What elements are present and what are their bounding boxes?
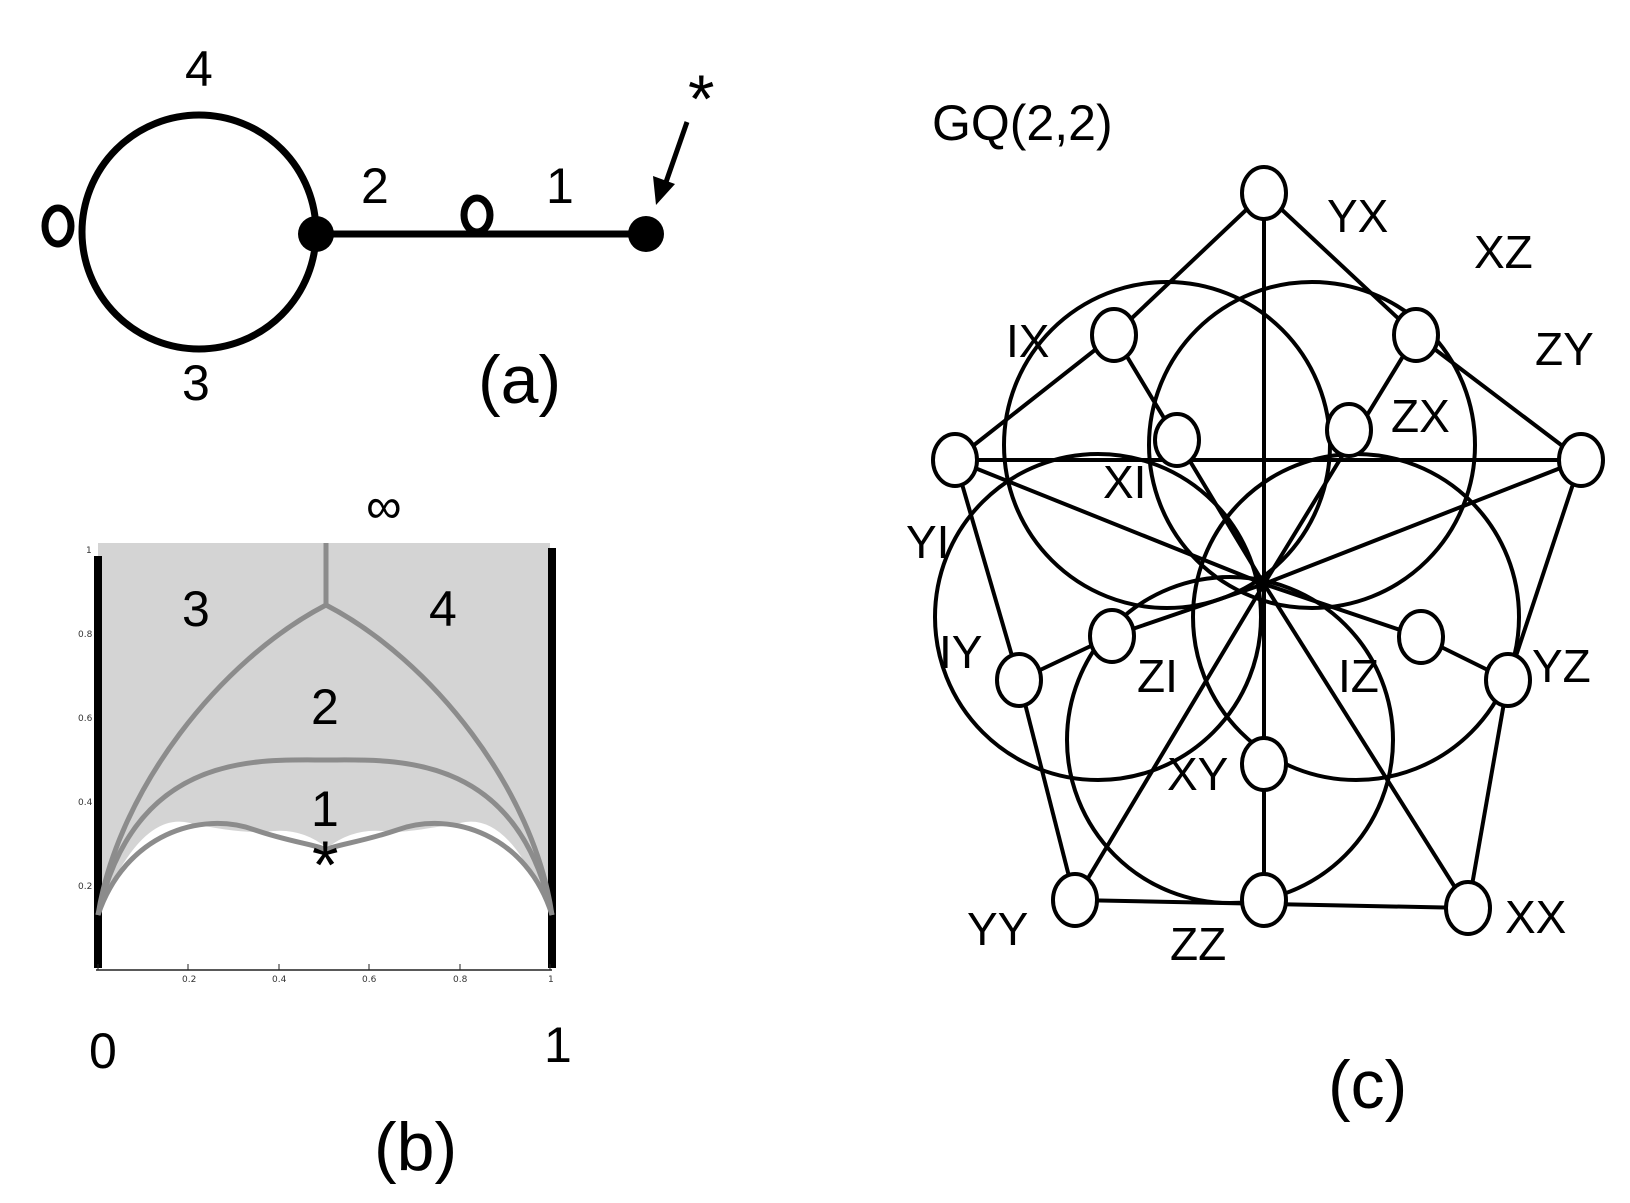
label-xx: XX: [1505, 891, 1566, 943]
loop-edge: [78, 111, 320, 353]
panel-c-title: GQ(2,2): [932, 95, 1113, 151]
panel-a-graph: [41, 111, 690, 353]
x-tick-label: 0.4: [272, 975, 287, 985]
end-vertex: [628, 216, 664, 252]
label-ix: IX: [1006, 315, 1049, 367]
node-iz: [1397, 609, 1445, 665]
inner-arc: [95, 820, 555, 916]
x-tick-label: 0.6: [362, 975, 377, 985]
gq-line: [953, 459, 1021, 681]
label-xz: XZ: [1474, 226, 1533, 278]
gq-nodes: [931, 165, 1605, 936]
gq-line: [1506, 459, 1583, 681]
label-zz: ZZ: [1170, 918, 1226, 970]
x-endpoint-left: 0: [89, 1023, 117, 1079]
gq-graph: [933, 191, 1583, 910]
x-tick-label: 0.8: [453, 975, 468, 985]
region-label-right: 4: [429, 581, 457, 637]
edge-label-bottom: 3: [182, 355, 210, 411]
node-ix: [1090, 307, 1138, 363]
label-zi: ZI: [1137, 650, 1178, 702]
bridge-open-vertex: [460, 194, 494, 236]
y-tick-label: 0.2: [78, 882, 92, 892]
node-xy: [1240, 736, 1288, 792]
infinity-label: ∞: [366, 478, 402, 534]
node-yy: [1051, 872, 1099, 928]
edge-label-middle-left: 2: [361, 158, 389, 214]
gq-line: [1466, 679, 1510, 909]
loop-open-vertex: [41, 204, 75, 248]
node-zi: [1088, 608, 1136, 664]
gq-line: [1262, 333, 1418, 586]
y-tick-label: 0.6: [78, 714, 93, 724]
x-tick-label: 1: [548, 975, 554, 985]
gq-line: [1263, 582, 1422, 639]
x-ticks: [97, 964, 551, 970]
star-arrow-shaft: [662, 121, 690, 186]
panel-b-caption: (b): [374, 1109, 457, 1185]
gq-circle: [1147, 280, 1477, 610]
region-label-center: 2: [311, 679, 339, 735]
label-zx: ZX: [1391, 390, 1450, 442]
label-xi: XI: [1103, 456, 1146, 508]
gq-line: [1111, 582, 1265, 638]
edge-label-middle-right: 1: [546, 158, 574, 214]
node-zy: [1392, 307, 1440, 363]
gq-line: [1263, 458, 1582, 586]
outer-arc-left: [95, 602, 328, 916]
gq-line: [1112, 191, 1266, 337]
label-iz: IZ: [1338, 650, 1379, 702]
node-iy: [995, 652, 1043, 708]
node-yi: [931, 432, 979, 488]
y-tick-label: 0.4: [78, 798, 93, 808]
region-label-lower: 1: [311, 781, 339, 837]
gq-line: [1262, 582, 1470, 910]
gq-line: [954, 458, 1265, 586]
cusp-star: *: [312, 827, 338, 903]
gq-line: [1017, 679, 1077, 901]
outer-arc-right: [324, 602, 555, 916]
node-xi: [1153, 412, 1201, 468]
label-yx: YX: [1327, 190, 1388, 242]
panel-a-caption: (a): [478, 342, 561, 418]
star-marker: *: [688, 61, 714, 137]
label-yy: YY: [967, 903, 1028, 955]
node-xx: [1444, 880, 1492, 936]
star-arrow-head: [653, 176, 675, 205]
node-yx: [1240, 165, 1288, 221]
gq-line: [1414, 333, 1583, 462]
gq-line: [953, 333, 1116, 462]
label-zy: ZY: [1535, 323, 1594, 375]
middle-arc: [95, 757, 555, 916]
edge-label-top: 4: [185, 41, 213, 97]
label-iy: IY: [939, 626, 982, 678]
x-tick-label: 0.2: [182, 975, 196, 985]
panel-b-plot: [94, 543, 556, 971]
node-zz: [1240, 872, 1288, 928]
node-zx: [1325, 402, 1373, 458]
node-xz: [1557, 432, 1605, 488]
gq-circle: [933, 452, 1263, 782]
x-endpoint-right: 1: [544, 1017, 572, 1073]
node-yz: [1484, 652, 1532, 708]
label-yi: YI: [906, 516, 949, 568]
label-yz: YZ: [1532, 640, 1591, 692]
panel-c-caption: (c): [1328, 1047, 1407, 1123]
junction-vertex: [298, 216, 334, 252]
gq-line: [1262, 191, 1418, 337]
label-xy: XY: [1167, 748, 1228, 800]
y-tick-label: 0.8: [78, 630, 93, 640]
region-label-left: 3: [182, 581, 210, 637]
y-tick-label: 1: [86, 546, 92, 556]
gq-line: [1073, 582, 1266, 902]
